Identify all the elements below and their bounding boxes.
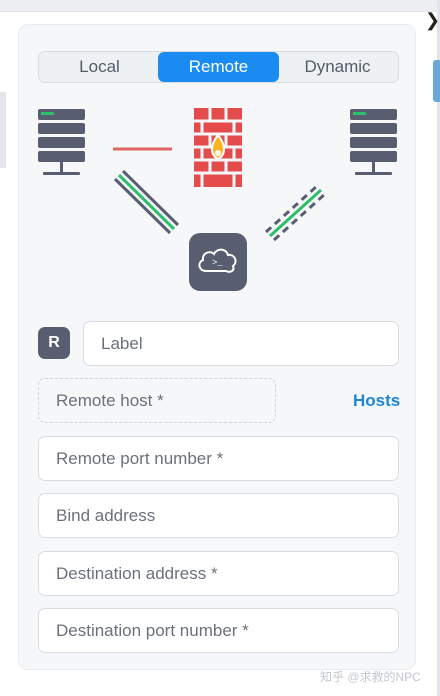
tunnel-line-right bbox=[264, 184, 327, 242]
forwarding-diagram: >_ bbox=[38, 108, 397, 291]
background-accent-edge bbox=[433, 60, 440, 102]
forwarding-type-selector: Local Remote Dynamic bbox=[38, 51, 399, 83]
hosts-link[interactable]: Hosts bbox=[353, 391, 401, 410]
destination-address-input[interactable]: Destination address * bbox=[38, 551, 399, 596]
firewall-icon bbox=[194, 108, 242, 187]
background-scrollbar bbox=[437, 0, 440, 696]
cloud-terminal-icon: >_ bbox=[189, 233, 247, 291]
server-icon bbox=[350, 109, 397, 175]
remote-port-input[interactable]: Remote port number * bbox=[38, 436, 399, 481]
label-input[interactable]: Label bbox=[83, 321, 399, 366]
bind-address-input[interactable]: Bind address bbox=[38, 493, 399, 538]
window-top-bar bbox=[0, 0, 440, 12]
tab-remote[interactable]: Remote bbox=[158, 52, 279, 82]
tunnel-line-left bbox=[113, 169, 180, 235]
background-edge bbox=[0, 92, 6, 168]
tab-local[interactable]: Local bbox=[79, 57, 120, 76]
watermark: 知乎 @求救的NPC bbox=[320, 670, 421, 684]
server-icon bbox=[38, 109, 85, 175]
label-color-badge[interactable]: R bbox=[38, 327, 70, 359]
chevron-right-icon[interactable]: ❯ bbox=[425, 10, 440, 30]
destination-port-input[interactable]: Destination port number * bbox=[38, 608, 399, 653]
svg-text:>_: >_ bbox=[212, 258, 223, 268]
tab-dynamic[interactable]: Dynamic bbox=[304, 57, 371, 76]
remote-host-input[interactable]: Remote host * bbox=[38, 378, 276, 423]
port-forwarding-panel: Local Remote Dynamic bbox=[18, 24, 416, 670]
